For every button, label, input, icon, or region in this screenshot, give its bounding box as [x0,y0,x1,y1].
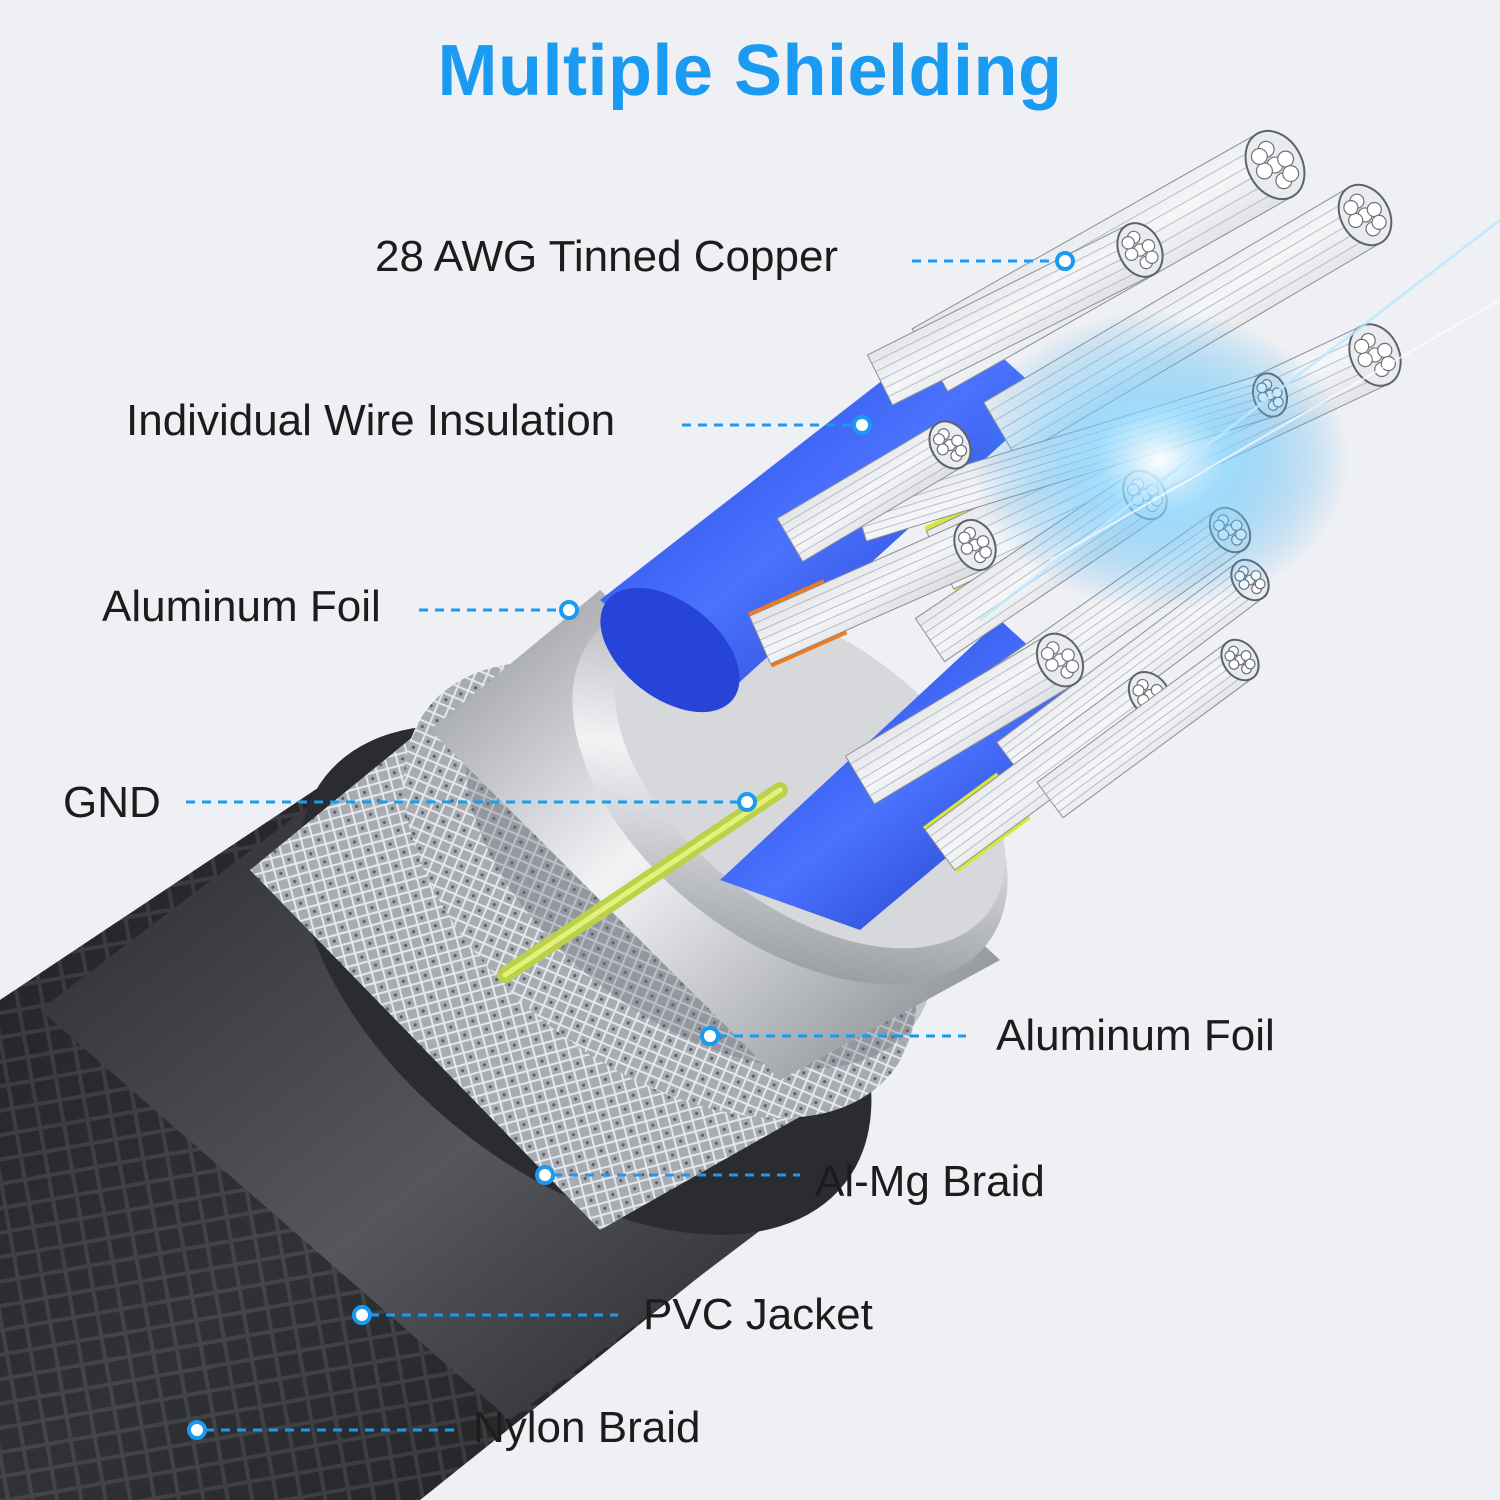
tip-strand [1277,150,1295,168]
strand-line [850,643,1051,765]
strand-line [793,451,955,548]
light-glow [970,310,1350,610]
strand-line [781,430,942,527]
label-insulation: Individual Wire Insulation [126,396,616,445]
strand-line [752,528,969,625]
tip-strand [951,434,964,447]
tip-strand [1366,201,1382,218]
strand-line [879,249,1141,381]
tip-strand [1282,164,1300,183]
tip-strand [1357,351,1373,368]
tip-strand [1255,162,1273,180]
label-aluminum-foil-outer: Aluminum Foil [996,1011,1275,1060]
tip-strand [1244,658,1256,670]
copper-wire [1036,638,1260,819]
strand-line [929,681,1141,837]
strand-line [1045,653,1236,795]
tip-strand [1371,214,1387,230]
tip-strand [958,531,971,545]
label-aluminum-foil-inner: Aluminum Foil [102,582,381,631]
tip-strand [960,542,974,555]
tip-strand [1343,200,1359,216]
page-title: Multiple Shielding [437,31,1063,111]
label-al-mg-braid: Al-Mg Braid [815,1157,1045,1206]
copper-wire [866,222,1164,406]
strand-line [854,651,1056,773]
tip-strand [1040,646,1055,661]
strand-line [871,232,1132,364]
strand-line [789,444,951,541]
label-copper: 28 AWG Tinned Copper [375,232,839,281]
tip-strand [1045,658,1059,672]
strand-line [766,560,983,657]
tip-strand [936,443,949,456]
strand-line [1009,579,1251,761]
strand-line [883,257,1145,389]
tip-strand [954,444,968,457]
tip-strand [1377,342,1393,359]
tip-strand [1065,659,1080,674]
strand-line [798,458,959,555]
strand-line [859,659,1061,781]
tip-strand [1145,250,1159,264]
tip-strand [1240,650,1252,662]
strand-line [1054,665,1245,807]
strand-line [934,687,1146,844]
strand-line [1049,659,1241,801]
tip-strand [979,545,992,559]
strand-line [1058,671,1249,813]
strand-line [864,667,1066,789]
strand-line [759,544,976,641]
strand-line [869,675,1070,797]
strand-line [1041,647,1232,789]
tip-strand [1354,338,1370,355]
tip-strand [1061,648,1075,662]
strand-line [763,552,979,649]
copper-wire [844,632,1085,805]
strand-line [756,536,972,633]
tip-strand [1121,236,1135,250]
strand-line [939,694,1151,851]
copper-wire [747,518,997,668]
copper-wire [776,420,972,563]
tip-strand [1124,247,1139,261]
tip-strand [976,535,990,548]
tip-strand [932,433,946,446]
label-nylon-braid: Nylon Braid [473,1403,701,1452]
tip-strand [1141,239,1156,253]
label-pvc-jacket: PVC Jacket [643,1290,873,1339]
strand-line [875,241,1137,373]
strand-line [785,437,947,534]
tip-strand [1250,147,1268,166]
tip-strand [1348,212,1364,229]
tip-strand [1132,684,1145,697]
strand-line [888,266,1149,398]
label-gnd: GND [63,778,161,827]
tip-strand [1228,658,1240,670]
tip-strand [1224,650,1236,662]
